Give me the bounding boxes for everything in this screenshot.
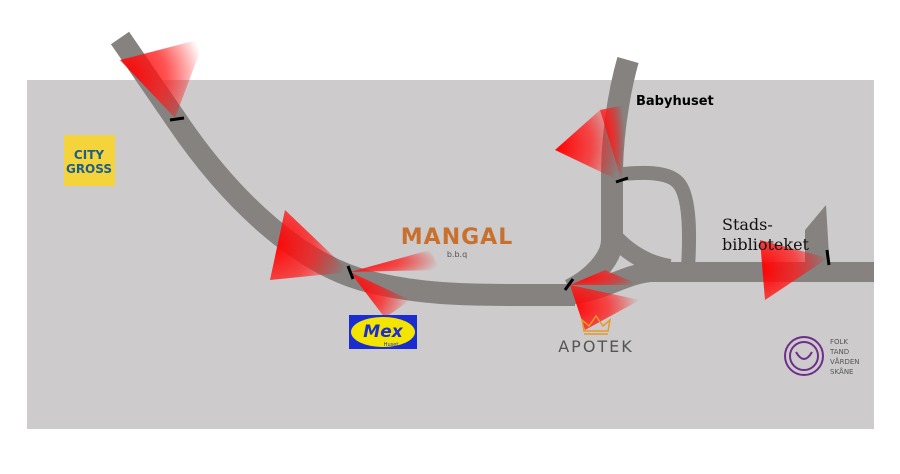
mex-logo: Mex Huset	[349, 315, 417, 349]
svg-text:GROSS: GROSS	[66, 162, 112, 176]
svg-text:Huset: Huset	[384, 342, 399, 348]
svg-text:FOLK: FOLK	[830, 338, 848, 346]
camera-babyhuset-road	[555, 105, 629, 184]
label-babyhuset: Babyhuset	[636, 94, 714, 109]
apotek-logo: APOTEK	[558, 314, 634, 356]
road-loop	[611, 165, 697, 269]
svg-text:VÅRDEN: VÅRDEN	[830, 357, 860, 366]
svg-text:TAND: TAND	[829, 348, 849, 356]
svg-text:CITY: CITY	[74, 148, 104, 162]
citygross-logo: CITY GROSS	[64, 135, 115, 186]
label-stadsbibliotek-line1: Stads-	[722, 215, 773, 234]
camera-junction-apotek	[563, 270, 640, 330]
crown-icon	[580, 314, 612, 335]
cameras	[120, 38, 831, 330]
road-loop-inner	[605, 228, 672, 277]
svg-text:MANGAL: MANGAL	[401, 225, 513, 250]
label-stadsbibliotek-line2: biblioteket	[722, 235, 810, 254]
svg-text:Mex: Mex	[363, 322, 403, 342]
camera-bibliotek-right	[760, 240, 831, 300]
svg-text:b.b.q: b.b.q	[447, 250, 467, 259]
svg-text:APOTEK: APOTEK	[558, 337, 634, 356]
camera-top-left	[120, 38, 205, 122]
svg-text:SKÅNE: SKÅNE	[830, 367, 853, 376]
camera-curve-middle	[270, 210, 440, 318]
mangal-logo: MANGAL b.b.q	[401, 225, 513, 259]
map-area	[27, 80, 874, 429]
smile-circle-icon	[784, 336, 824, 376]
folktandvarden-logo: FOLK TAND VÅRDEN SKÅNE	[784, 336, 860, 376]
